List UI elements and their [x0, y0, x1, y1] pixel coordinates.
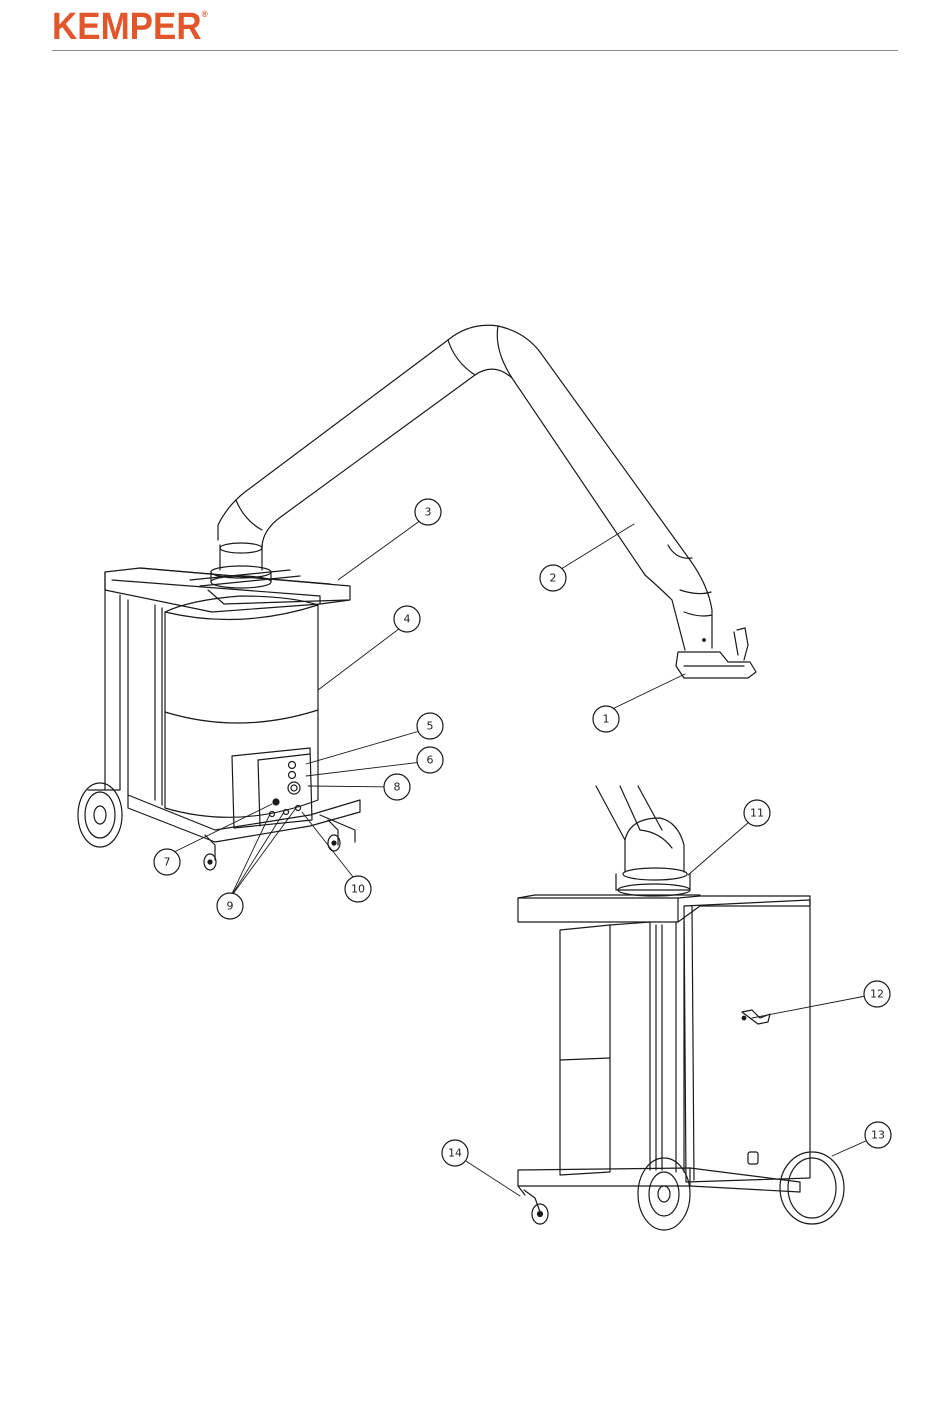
callout-14: 14 [442, 1140, 468, 1166]
svg-text:11: 11 [750, 807, 764, 820]
callout-2: 2 [540, 565, 566, 591]
svg-text:12: 12 [870, 988, 884, 1001]
svg-text:7: 7 [164, 856, 171, 869]
arm-socket [211, 543, 271, 588]
extraction-arm [218, 325, 756, 678]
callout-5: 5 [417, 713, 443, 739]
callout-13: 13 [865, 1122, 891, 1148]
callout-12: 12 [864, 981, 890, 1007]
svg-text:5: 5 [427, 720, 434, 733]
callout-6: 6 [417, 747, 443, 773]
callout-8: 8 [384, 774, 410, 800]
callout-7: 7 [154, 849, 180, 875]
support-frame [105, 568, 350, 612]
callout-1: 1 [593, 706, 619, 732]
callout-11: 11 [744, 800, 770, 826]
svg-text:6: 6 [427, 754, 434, 767]
callout-leaders [168, 515, 877, 1196]
svg-text:2: 2 [550, 572, 557, 585]
callout-10: 10 [345, 876, 371, 902]
svg-text:10: 10 [351, 883, 365, 896]
svg-text:9: 9 [227, 900, 234, 913]
svg-text:4: 4 [404, 613, 411, 626]
rear-view-unit [518, 786, 844, 1230]
callout-9: 9 [217, 893, 243, 919]
filter-cabinet [78, 590, 360, 870]
svg-text:14: 14 [448, 1147, 462, 1160]
callout-3: 3 [415, 499, 441, 525]
svg-text:8: 8 [394, 781, 401, 794]
svg-text:3: 3 [425, 506, 432, 519]
svg-text:1: 1 [603, 713, 610, 726]
callout-4: 4 [394, 606, 420, 632]
svg-text:13: 13 [871, 1129, 885, 1142]
